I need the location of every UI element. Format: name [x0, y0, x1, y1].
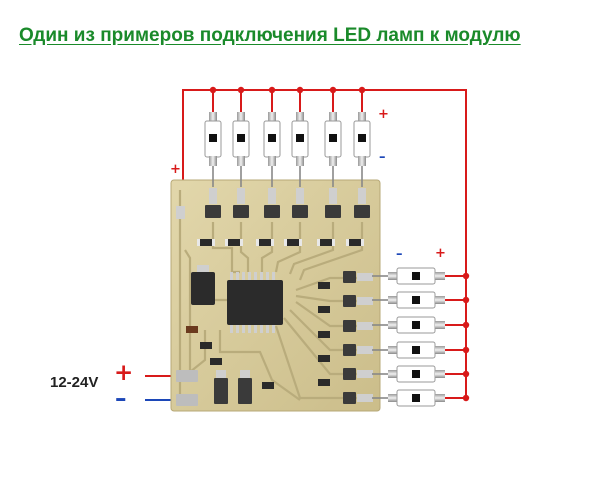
led-lamp	[372, 316, 445, 334]
led-lamp	[372, 291, 445, 309]
positive-bus-junctions	[209, 86, 470, 402]
positive-bus-wire	[145, 89, 467, 399]
led-lamp	[324, 112, 342, 187]
led-lamp	[372, 389, 445, 407]
input-plus-marker: +	[114, 360, 134, 386]
led-lamp	[353, 112, 371, 187]
voltage-label: 12-24V	[50, 374, 99, 391]
led-lamp	[232, 112, 250, 187]
board-plus-marker: +	[170, 162, 181, 177]
right-led-lamps	[372, 267, 445, 407]
led-lamp	[291, 112, 309, 187]
led-lamp	[263, 112, 281, 187]
led-lamp	[372, 365, 445, 383]
pcb-board	[170, 179, 381, 412]
input-minus-marker: –	[115, 386, 127, 412]
right-minus-marker: –	[396, 247, 403, 262]
led-lamp	[372, 341, 445, 359]
right-plus-marker: +	[435, 246, 446, 261]
top-plus-marker: +	[378, 107, 389, 122]
top-led-lamps	[204, 112, 371, 187]
led-lamp	[204, 112, 222, 187]
top-minus-marker: –	[379, 150, 386, 165]
led-lamp	[372, 267, 445, 285]
page-title: Один из примеров подключения LED ламп к …	[19, 25, 521, 46]
